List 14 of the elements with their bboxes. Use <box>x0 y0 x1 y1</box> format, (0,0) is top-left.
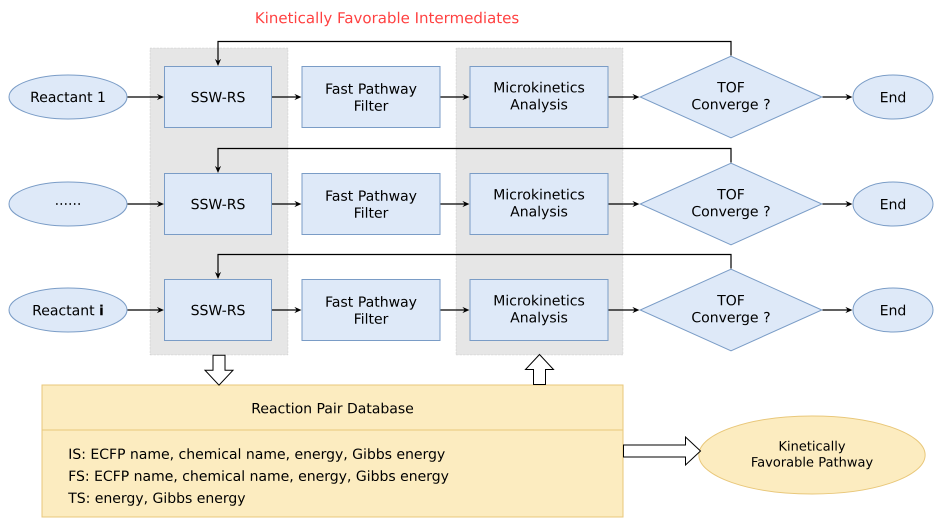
process-box: SSW-RS <box>164 279 272 341</box>
process-box: SSW-RS <box>164 173 272 235</box>
process-box: SSW-RS <box>164 66 272 128</box>
process-box: Microkinetics Analysis <box>470 279 608 341</box>
database-table: Reaction Pair Database IS: ECFP name, chemical name, energy, Gibbs energy FS: ECFP name, chemical name, energy, Gibbs energy TS: energy, Gibbs energy <box>42 384 624 518</box>
block-arrow <box>524 354 555 385</box>
process-box: Fast Pathway Filter <box>302 173 440 235</box>
process-box: Fast Pathway Filter <box>302 66 440 128</box>
heading: Kinetically Favorable Intermediates <box>256 12 518 26</box>
process-box: Fast Pathway Filter <box>302 279 440 341</box>
block-arrow <box>623 436 702 466</box>
process-box: Microkinetics Analysis <box>470 173 608 235</box>
block-arrow <box>204 354 234 386</box>
process-box: Microkinetics Analysis <box>470 66 608 128</box>
